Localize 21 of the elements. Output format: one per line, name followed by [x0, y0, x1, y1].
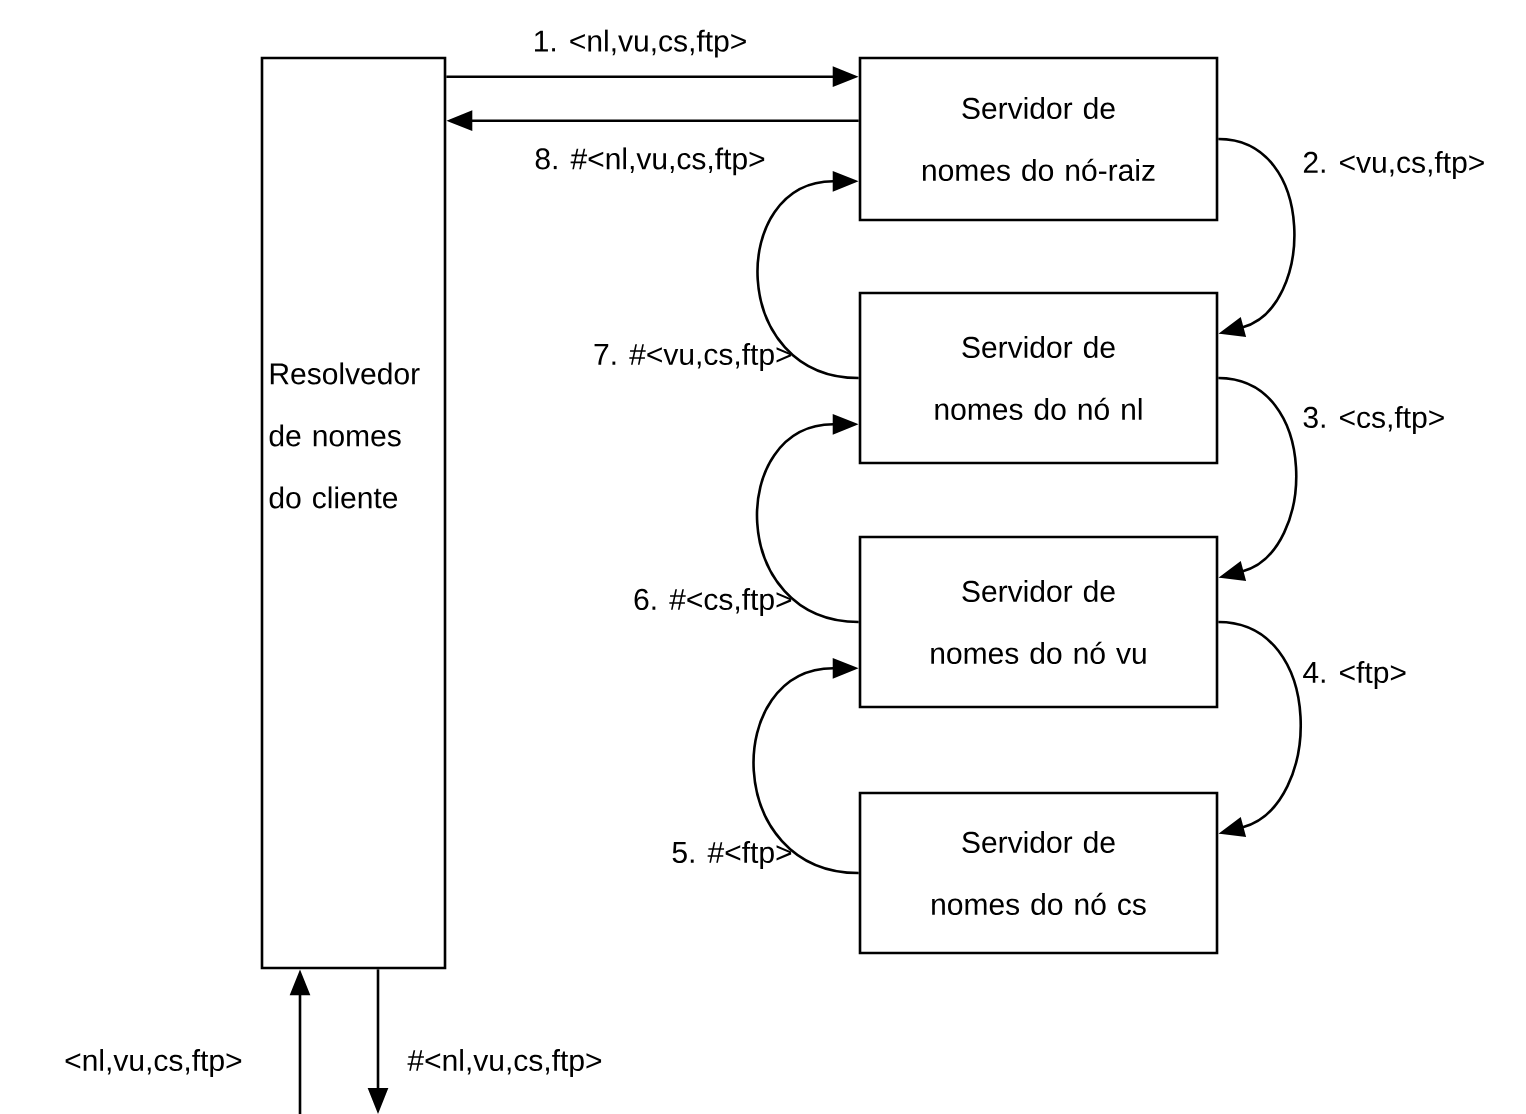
arrow: [1218, 620, 1302, 837]
arrow: [756, 170, 859, 380]
server-box: Servidor de nomes do nó nl: [858, 291, 1219, 465]
edge-label: <nl,vu,cs,ftp>: [65, 1049, 242, 1077]
edge-label: 8. #<nl,vu,cs,ftp>: [535, 147, 765, 176]
edge-label: 7. #<vu,cs,ftp>: [594, 343, 792, 371]
edge-label: 3. <cs,ftp>: [1303, 406, 1444, 434]
server-box: Servidor de nomes do nó-raiz: [858, 56, 1219, 222]
arrow: [1218, 137, 1296, 337]
edge-label: 4. <ftp>: [1303, 661, 1406, 689]
server-box: Servidor de nomes do nó vu: [858, 535, 1219, 709]
arrow: [752, 657, 859, 875]
edge-label: #<nl,vu,cs,ftp>: [407, 1049, 602, 1077]
server-box: Servidor de nomes do nó cs: [858, 791, 1219, 955]
edge-label: 6. #<cs,ftp>: [634, 588, 792, 616]
edge-label: 2. <vu,cs,ftp>: [1303, 151, 1484, 179]
arrow: [1218, 376, 1298, 581]
edge-label: 5. #<ftp>: [672, 841, 792, 869]
arrow: [756, 413, 859, 624]
edge-label: 1. <nl,vu,cs,ftp>: [535, 29, 746, 58]
resolver-box: Resolvedor de nomes do cliente: [260, 56, 447, 970]
